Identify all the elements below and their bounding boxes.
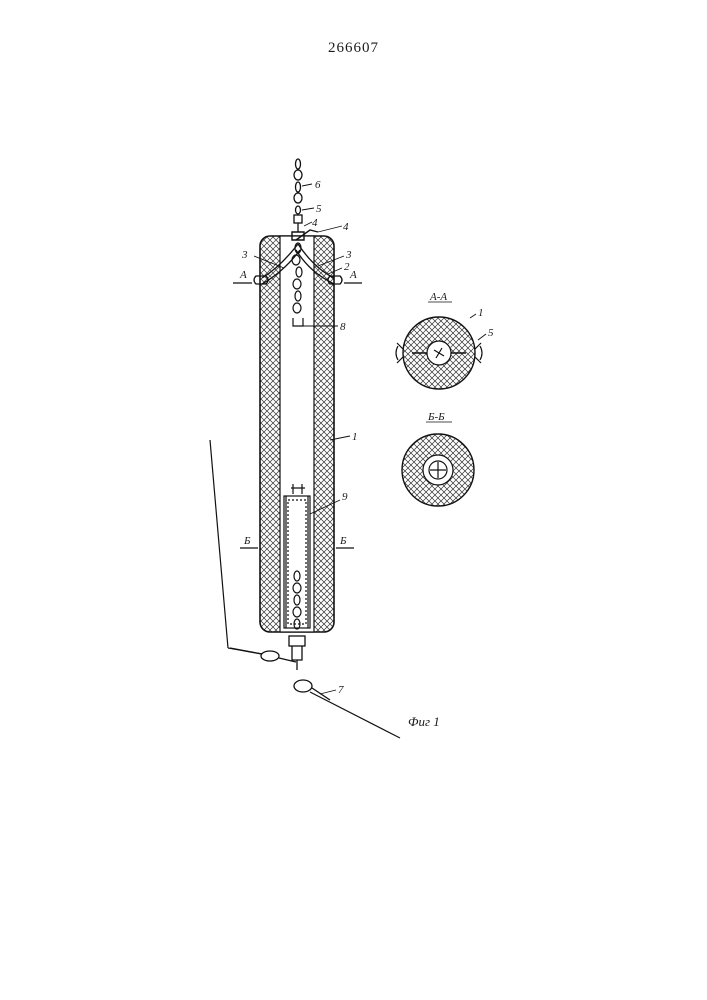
section-a-a-callout-1: 1 — [478, 307, 484, 319]
section-a-a-callout-5: 5 — [488, 327, 494, 339]
callout-1: 1 — [352, 431, 358, 443]
bottom-attachment — [230, 636, 330, 700]
callout-3a: 3 — [241, 249, 248, 261]
section-mark-b-right: Б — [339, 535, 347, 547]
callout-9: 9 — [342, 491, 348, 503]
section-b-b — [402, 434, 474, 506]
callout-2: 2 — [344, 261, 350, 273]
section-b-b-title: Б-Б — [427, 411, 445, 423]
callout-8: 8 — [340, 321, 346, 333]
callout-6: 6 — [315, 179, 321, 191]
section-mark-a-left: А — [239, 269, 247, 281]
figure-caption: Фиг 1 — [408, 714, 440, 729]
section-a-a-title: А-А — [429, 291, 447, 303]
section-mark-a-right: А — [349, 269, 357, 281]
callout-4b: 4 — [343, 221, 349, 233]
callout-3b: 3 — [345, 249, 352, 261]
top-chain — [294, 159, 302, 232]
callout-7: 7 — [338, 684, 344, 696]
section-mark-b-left: Б — [243, 535, 251, 547]
float-body — [260, 236, 334, 632]
callout-5: 5 — [316, 203, 322, 215]
callout-4a: 4 — [312, 217, 318, 229]
section-a-a — [396, 314, 486, 389]
